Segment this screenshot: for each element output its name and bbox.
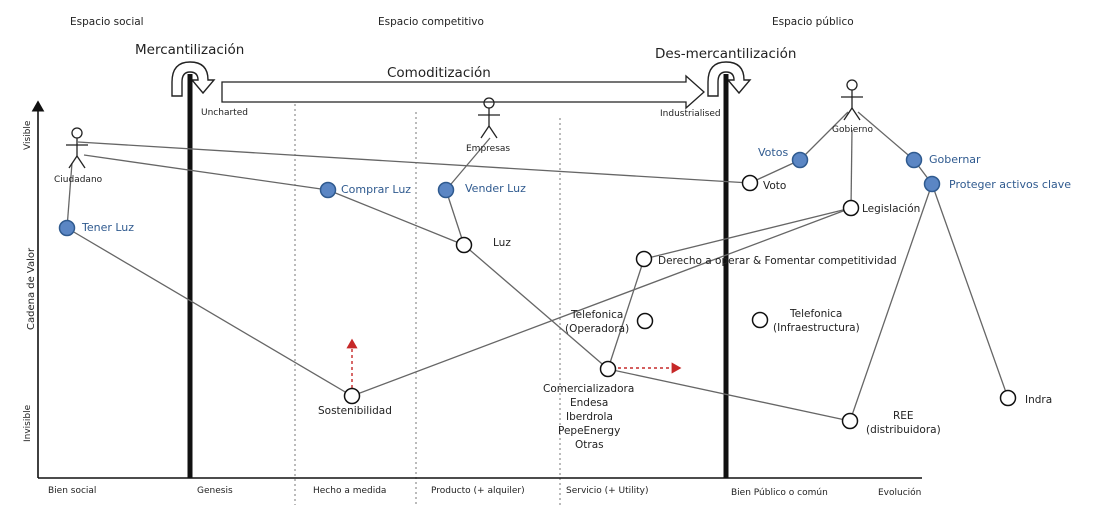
need-tener-luz-label: Tener Luz — [81, 221, 134, 234]
y-axis-visible-label: Visible — [23, 120, 33, 150]
component-ree-label-2: (distribuidora) — [866, 424, 941, 436]
stage-bien-social: Bien social — [48, 486, 96, 496]
gobierno-label: Gobierno — [832, 125, 873, 135]
ciudadano-user-icon — [66, 127, 88, 169]
component-telefonica-infraestructura-label-2: (Infraestructura) — [773, 322, 860, 334]
stage-bien-publico: Bien Público o común — [731, 488, 828, 498]
section-public-title: Espacio público — [772, 16, 854, 28]
stage-genesis: Genesis — [197, 486, 233, 496]
industrialised-label: Industrialised — [660, 109, 721, 119]
need-votos — [791, 151, 809, 169]
component-telefonica-infraestructura — [751, 311, 769, 329]
need-gobernar-label: Gobernar — [929, 153, 981, 166]
comercializadora-label-3: Iberdrola — [566, 411, 613, 423]
component-derecho-operar-label: Derecho a operar & Fomentar competitivid… — [658, 255, 897, 267]
links — [66, 111, 1009, 422]
stage-servicio: Servicio (+ Utility) — [566, 486, 649, 496]
empresas-user-icon — [478, 97, 500, 139]
component-telefonica-operadora — [636, 312, 654, 330]
component-telefonica-operadora-label-1: Telefonica — [570, 309, 623, 321]
need-tener-luz — [58, 219, 76, 237]
component-ree-label-1: REE — [893, 410, 914, 422]
component-sostenibilidad-label: Sostenibilidad — [318, 405, 392, 417]
section-social-title: Espacio social — [70, 16, 144, 28]
comercializadora-label-4: PepeEnergy — [558, 425, 620, 437]
need-proteger-activos-label: Proteger activos clave — [949, 178, 1071, 191]
stage-hecho-a-medida: Hecho a medida — [313, 486, 386, 496]
component-legislacion — [842, 199, 860, 217]
section-competitive-title: Espacio competitivo — [378, 16, 484, 28]
inertia-right-icon — [707, 61, 752, 97]
x-axis-evolucion-label: Evolución — [878, 487, 921, 498]
component-indra-label: Indra — [1025, 394, 1052, 406]
comercializadora-label-1: Comercializadora — [543, 383, 634, 395]
component-derecho-operar — [635, 250, 653, 268]
component-luz — [455, 236, 473, 254]
inertia-left-icon — [171, 61, 216, 97]
component-voto-label: Voto — [763, 180, 786, 192]
component-luz-label: Luz — [493, 237, 511, 249]
need-gobernar — [905, 151, 923, 169]
need-vender-luz-label: Vender Luz — [465, 182, 526, 195]
y-axis-title: Cadena de Valor — [26, 247, 37, 330]
comoditizacion-label: Comoditización — [387, 65, 491, 81]
component-legislacion-label: Legislación — [862, 203, 920, 215]
need-votos-label: Votos — [758, 146, 788, 159]
comercializadora-label-2: Endesa — [570, 397, 608, 409]
stage-producto: Producto (+ alquiler) — [431, 486, 525, 496]
y-axis-invisible-label: Invisible — [23, 404, 33, 442]
need-proteger-activos — [923, 175, 941, 193]
mercantilizacion-label: Mercantilización — [135, 42, 244, 58]
component-comercializadora — [599, 360, 617, 378]
gobierno-user-icon — [841, 79, 863, 121]
uncharted-label: Uncharted — [201, 108, 248, 118]
component-sostenibilidad — [343, 387, 361, 405]
comercializadora-label-5: Otras — [575, 439, 604, 451]
desmercantilizacion-label: Des-mercantilización — [655, 46, 796, 62]
need-comprar-luz-label: Comprar Luz — [341, 183, 411, 196]
need-vender-luz — [437, 181, 455, 199]
empresas-label: Empresas — [466, 144, 510, 154]
ciudadano-label: Ciudadano — [54, 175, 103, 185]
component-voto — [741, 174, 759, 192]
component-ree — [841, 412, 859, 430]
component-indra — [999, 389, 1017, 407]
comoditizacion-arrow — [221, 74, 705, 110]
need-comprar-luz — [319, 181, 337, 199]
component-telefonica-operadora-label-2: (Operadora) — [565, 323, 629, 335]
component-telefonica-infraestructura-label-1: Telefonica — [789, 308, 842, 320]
